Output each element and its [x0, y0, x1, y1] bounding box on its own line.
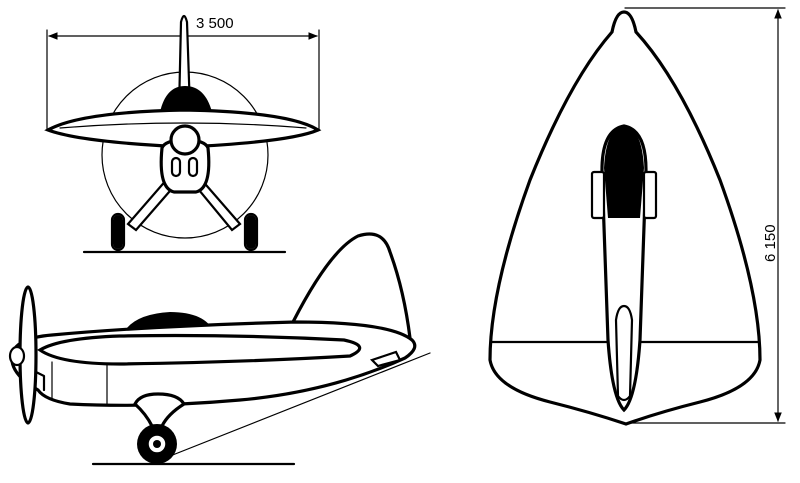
side-view [8, 232, 431, 466]
canopy-front [160, 86, 212, 112]
front-view: 3 500 [44, 14, 322, 254]
spinner-front [169, 124, 201, 156]
top-view: 6 150 [488, 7, 786, 426]
tail-angle-line [159, 352, 431, 461]
gear-fairing-side [133, 392, 187, 428]
wing-side [37, 333, 362, 366]
length-label: 6 150 [762, 224, 779, 262]
fin-top [614, 304, 634, 402]
span-label: 3 500 [196, 15, 234, 32]
canopy-top [604, 126, 644, 218]
landing-gear-front [110, 176, 259, 252]
length-dimension: 6 150 [624, 7, 786, 424]
vertical-tail-side [290, 232, 412, 340]
spinner-side [8, 345, 26, 367]
